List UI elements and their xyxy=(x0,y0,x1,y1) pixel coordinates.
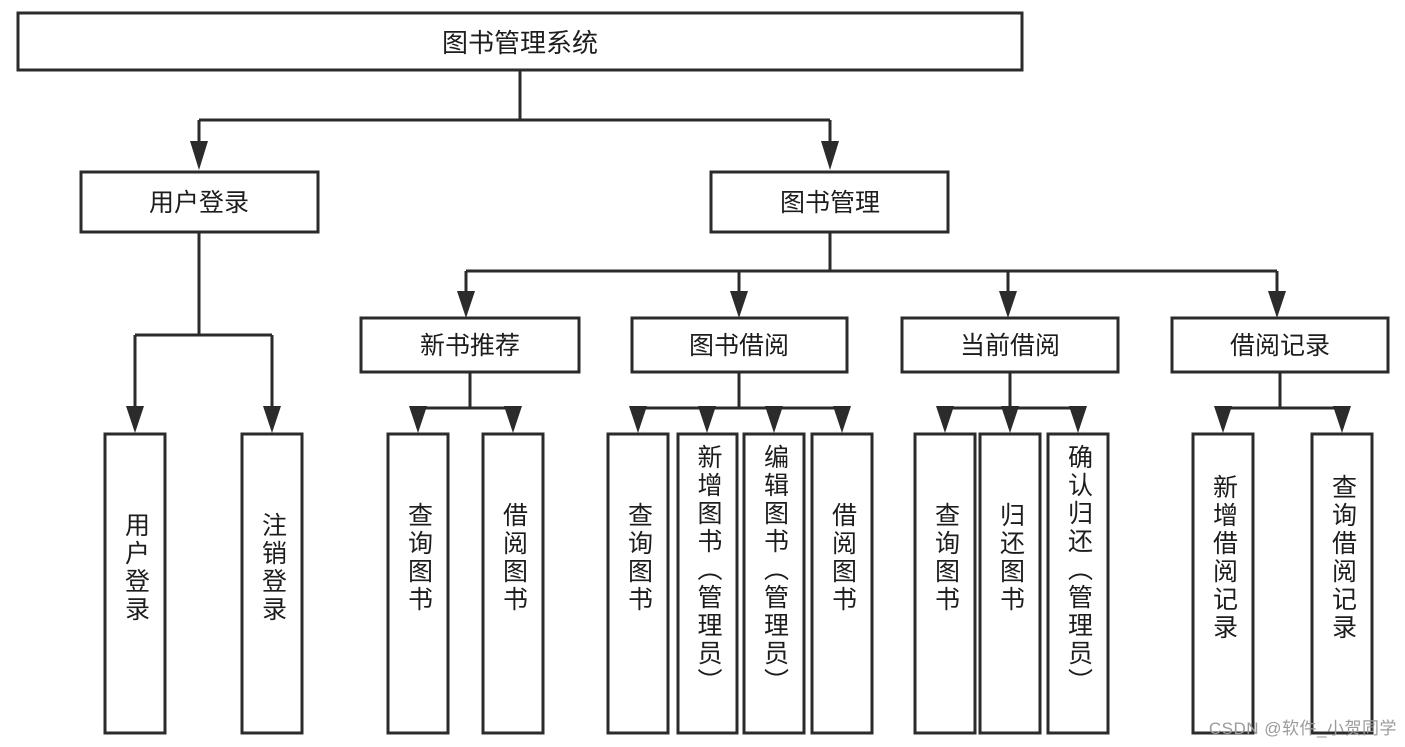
node-user-login-box[interactable] xyxy=(79,170,320,234)
leaf-box-new-book-2[interactable] xyxy=(481,432,545,735)
leaf-box-current-borrow-2[interactable] xyxy=(978,432,1042,735)
node-new-book-recommend-box[interactable] xyxy=(359,316,581,374)
node-book-borrow-label: 图书借阅 xyxy=(689,332,789,360)
leaf-box-borrow-record-2[interactable] xyxy=(1310,432,1374,735)
node-user-login[interactable]: 用户登录 xyxy=(79,170,320,234)
arrow-head-leaf-book-borrow-3 xyxy=(765,406,783,433)
leaf-box-current-borrow-1[interactable] xyxy=(913,432,977,735)
arrow-head-book-borrow xyxy=(730,291,748,318)
node-root-book-management-system[interactable]: 图书管理系统 xyxy=(16,11,1024,72)
leaf-box-current-borrow-3[interactable] xyxy=(1046,432,1110,735)
leaf-box-book-borrow-2[interactable] xyxy=(676,432,739,735)
leaf-box-user-login-2[interactable] xyxy=(240,432,304,735)
node-book-management-box[interactable] xyxy=(709,170,950,234)
leaf-box-new-book-1[interactable] xyxy=(386,432,450,735)
arrow-head-book-mgmt xyxy=(821,141,839,170)
node-book-management-label: 图书管理 xyxy=(780,189,880,217)
node-book-management[interactable]: 图书管理 xyxy=(709,170,950,234)
arrow-head-leaf-book-borrow-2 xyxy=(698,406,716,433)
node-current-borrow[interactable]: 当前借阅 xyxy=(900,316,1120,374)
arrow-head-leaf-user-login-2 xyxy=(263,406,281,433)
arrow-head-leaf-borrow-record-1 xyxy=(1214,406,1232,433)
leaf-box-book-borrow-3[interactable] xyxy=(742,432,806,735)
arrow-head-leaf-borrow-record-2 xyxy=(1333,406,1351,433)
arrow-head-leaf-book-borrow-1 xyxy=(629,406,647,433)
node-root-box[interactable] xyxy=(16,11,1024,72)
arrow-head-user-login xyxy=(190,141,208,170)
node-borrow-record-box[interactable] xyxy=(1170,316,1390,374)
leaf-box-borrow-record-1[interactable] xyxy=(1191,432,1255,735)
arrow-head-leaf-current-borrow-1 xyxy=(936,406,954,433)
connector-group xyxy=(126,70,1351,433)
node-user-login-label: 用户登录 xyxy=(149,189,249,217)
arrow-head-new-book xyxy=(457,291,475,318)
node-book-borrow-box[interactable] xyxy=(630,316,849,374)
arrow-head-leaf-new-book-1 xyxy=(409,406,427,433)
node-current-borrow-box[interactable] xyxy=(900,316,1120,374)
arrow-head-leaf-book-borrow-4 xyxy=(833,406,851,433)
leaf-box-book-borrow-4[interactable] xyxy=(810,432,874,735)
arrow-head-borrow-record xyxy=(1268,291,1286,318)
arrow-head-leaf-user-login-1 xyxy=(126,406,144,433)
arrow-head-leaf-current-borrow-2 xyxy=(1001,406,1019,433)
node-borrow-record-label: 借阅记录 xyxy=(1230,332,1330,360)
leaf-box-user-login-1[interactable] xyxy=(103,432,167,735)
node-current-borrow-label: 当前借阅 xyxy=(960,332,1060,360)
leaf-box-book-borrow-1[interactable] xyxy=(606,432,670,735)
node-root-label: 图书管理系统 xyxy=(442,28,598,58)
arrow-head-leaf-current-borrow-3 xyxy=(1069,406,1087,433)
node-borrow-record[interactable]: 借阅记录 xyxy=(1170,316,1390,374)
arrow-head-current-borrow xyxy=(999,291,1017,318)
node-new-book-recommend[interactable]: 新书推荐 xyxy=(359,316,581,374)
arrow-head-leaf-new-book-2 xyxy=(504,406,522,433)
node-new-book-recommend-label: 新书推荐 xyxy=(420,332,520,360)
node-book-borrow[interactable]: 图书借阅 xyxy=(630,316,849,374)
